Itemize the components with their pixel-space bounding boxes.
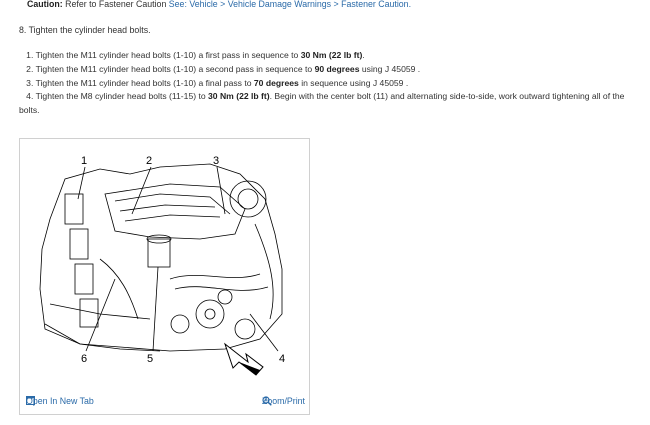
callout-3: 3 <box>213 155 220 167</box>
substep-number: 4. <box>26 91 34 101</box>
substep-2: 2. Tighten the M11 cylinder head bolts (… <box>19 62 635 76</box>
new-tab-icon <box>26 396 35 405</box>
engine-figure: 1 2 3 4 5 6 Open In New Tab Zoom/Print <box>19 138 310 415</box>
caution-label: Caution: <box>27 0 63 9</box>
substep-value: 90 degrees <box>314 64 360 74</box>
substep-number: 2. <box>26 64 34 74</box>
substep-4: 4. Tighten the M8 cylinder head bolts (1… <box>19 89 635 117</box>
substep-text: Tighten the M11 cylinder head bolts (1-1… <box>35 64 315 74</box>
substep-value: 70 degrees <box>253 78 299 88</box>
zoom-print-label: Zoom/Print <box>261 396 305 406</box>
substep-text: Tighten the M11 cylinder head bolts (1-1… <box>35 78 254 88</box>
substep-text: Tighten the M11 cylinder head bolts (1-1… <box>35 50 301 60</box>
open-in-new-tab-label: Open In New Tab <box>26 396 94 406</box>
callout-2: 2 <box>146 155 153 167</box>
fastener-caution-link[interactable]: See: Vehicle > Vehicle Damage Warnings >… <box>168 0 412 9</box>
substep-suffix: in sequence using J 45059 . <box>298 78 409 88</box>
caution-text: Refer to Fastener Caution <box>65 0 167 9</box>
front-arrow-icon <box>224 342 264 376</box>
substep-suffix: . Begin with the center bolt (11) and al… <box>19 91 625 115</box>
open-in-new-tab-link[interactable]: Open In New Tab <box>26 396 94 406</box>
callout-1: 1 <box>81 155 88 167</box>
substep-value: 30 Nm (22 lb ft) <box>300 50 363 60</box>
figure-toolbar: Open In New Tab Zoom/Print <box>20 392 309 414</box>
engine-illustration <box>39 163 283 376</box>
caution-line: Caution: Refer to Fastener Caution See: … <box>27 0 411 9</box>
substep-value: 30 Nm (22 lb ft) <box>208 91 270 101</box>
substep-number: 1. <box>26 50 34 60</box>
zoom-print-link[interactable]: Zoom/Print <box>262 396 305 406</box>
magnifier-icon <box>262 396 272 406</box>
substep-suffix: using J 45059 . <box>359 64 421 74</box>
substep-suffix: . <box>362 50 365 60</box>
step-8: 8. Tighten the cylinder head bolts. <box>19 25 151 35</box>
callout-4: 4 <box>279 353 286 365</box>
callout-5: 5 <box>147 353 154 365</box>
substep-3: 3. Tighten the M11 cylinder head bolts (… <box>19 76 635 90</box>
callout-6: 6 <box>81 353 88 365</box>
substep-1: 1. Tighten the M11 cylinder head bolts (… <box>19 48 635 62</box>
substep-number: 3. <box>26 78 34 88</box>
substep-text: Tighten the M8 cylinder head bolts (11-1… <box>35 91 209 101</box>
